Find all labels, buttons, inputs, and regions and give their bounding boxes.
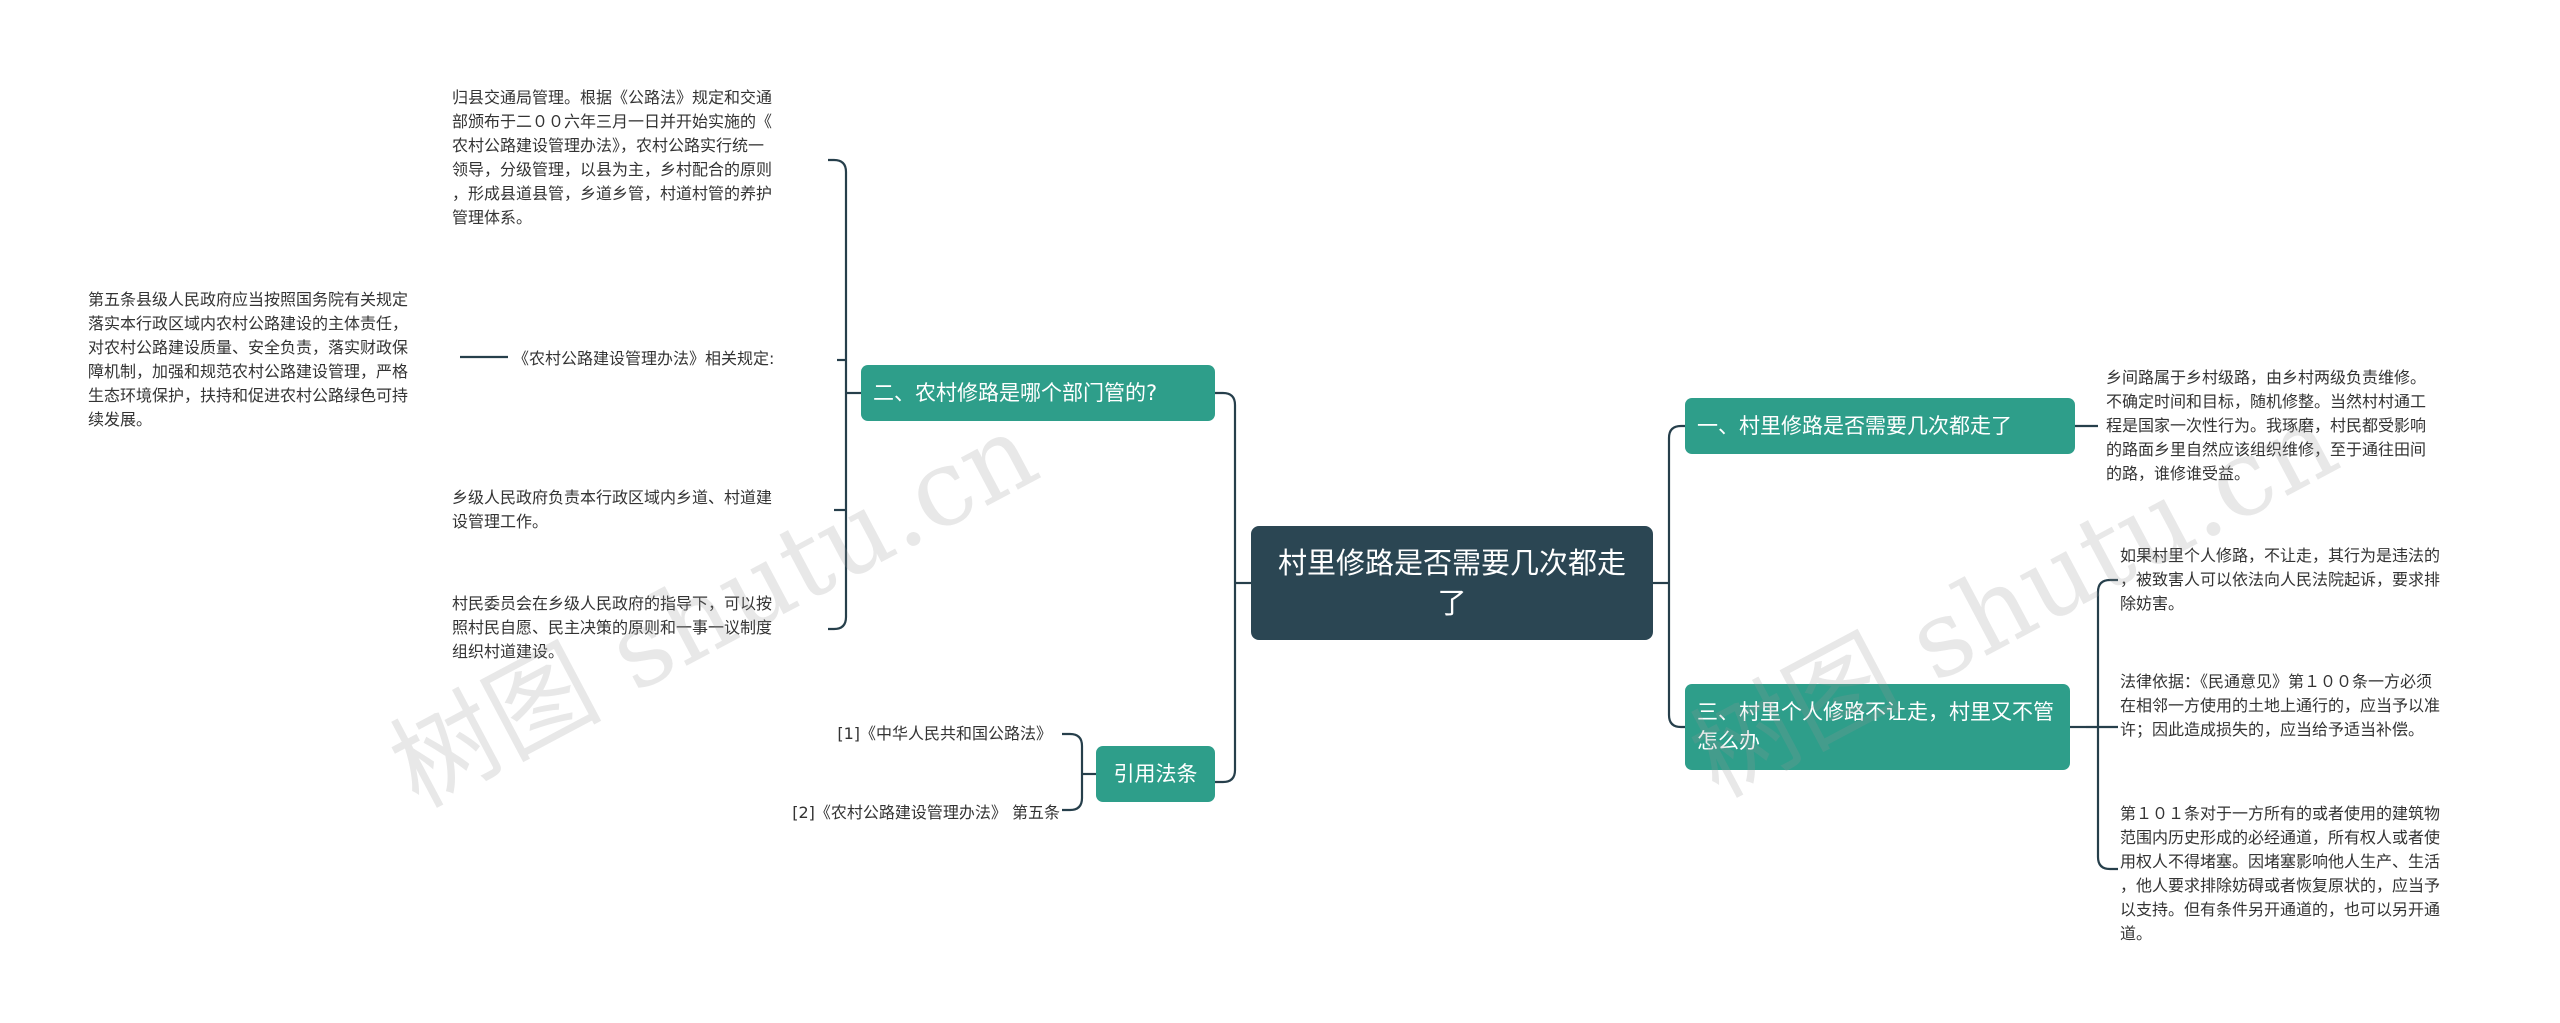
branch-label-4: 引用法条 <box>1113 761 1198 786</box>
branch-node-4[interactable]: 引用法条 <box>1096 746 1215 802</box>
branch-node-3[interactable]: 三、村里个人修路不让走，村里又不管怎么办 <box>1685 684 2070 770</box>
link-b4-to-b4_2 <box>1062 797 1084 812</box>
link-left-to-b4 <box>1215 769 1237 784</box>
leaf-b2-4: 村民委员会在乡级人民政府的指导下，可以按 照村民自愿、民主决策的原则和一事一议制… <box>452 594 773 661</box>
leaf-b3-2: 法律依据：《民通意见》第１００条一方必须 在相邻一方使用的土地上通行的，应当予以… <box>2120 672 2441 739</box>
branch-label-3: 三、村里个人修路不让走，村里又不管怎么办 <box>1697 700 2054 753</box>
leaf-b4-1: [1]《中华人民共和国公路法》 <box>837 724 1052 743</box>
branch-label-2: 二、农村修路是哪个部门管的? <box>873 380 1158 405</box>
leaf-b2-1: 归县交通局管理。根据《公路法》规定和交通 部颁布于二００六年三月一日并开始实施的… <box>452 88 773 227</box>
link-left-to-b2 <box>1215 391 1237 406</box>
leaf-b4-2: [2]《农村公路建设管理办法》 第五条 <box>792 803 1060 822</box>
branch-node-2[interactable]: 二、农村修路是哪个部门管的? <box>861 365 1215 421</box>
leaf-b2-2: 《农村公路建设管理办法》相关规定: <box>513 349 775 368</box>
link-b3-to-b3_1 <box>2096 578 2118 593</box>
branch-label-1: 一、村里修路是否需要几次都走了 <box>1697 413 2012 438</box>
leaf-b2-3: 乡级人民政府负责本行政区域内乡道、村道建 设管理工作。 <box>452 488 773 531</box>
link-b3-to-b3_3 <box>2096 856 2118 871</box>
root-node[interactable]: 村里修路是否需要几次都走了 <box>1251 526 1653 640</box>
root-label: 村里修路是否需要几次都走了 <box>1277 546 1626 620</box>
leaf-b3-1: 如果村里个人修路，不让走，其行为是违法的 ，被致害人可以依法向人民法院起诉，要求… <box>2120 546 2441 613</box>
link-b4-to-b4_1 <box>1062 732 1084 747</box>
leaf-b3-3: 第１０１条对于一方所有的或者使用的建筑物 范围内历史形成的必经通道，所有权人或者… <box>2120 804 2441 943</box>
leaf-b1-1: 乡间路属于乡村级路，由乡村两级负责维修。 不确定时间和目标，随机修整。当然村村通… <box>2106 368 2427 483</box>
link-right-to-b1 <box>1667 424 1685 439</box>
link-right-to-b3 <box>1667 714 1685 729</box>
leaf-b2-2-1: 第五条县级人民政府应当按照国务院有关规定 落实本行政区域内农村公路建设的主体责任… <box>88 290 409 429</box>
branch-node-1[interactable]: 一、村里修路是否需要几次都走了 <box>1685 398 2075 454</box>
